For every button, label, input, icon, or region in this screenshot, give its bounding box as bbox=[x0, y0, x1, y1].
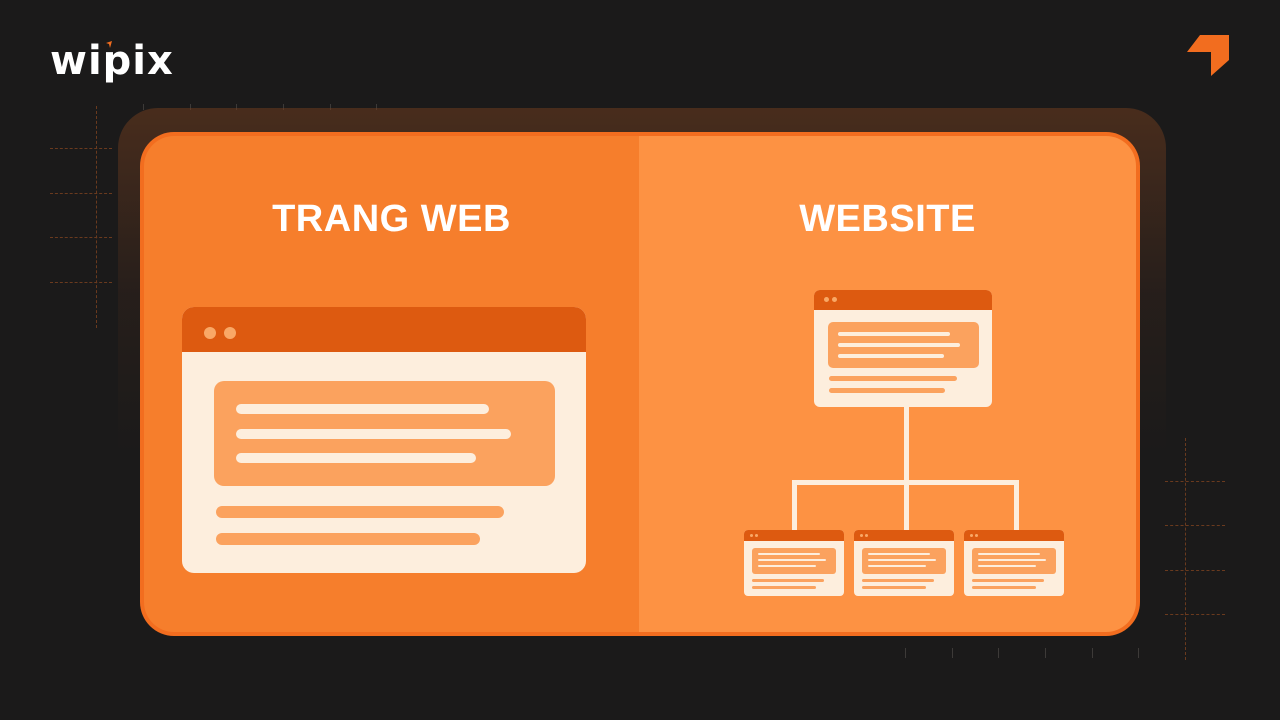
trang-web-title: TRANG WEB bbox=[272, 198, 511, 240]
website-panel: WEBSITE bbox=[639, 136, 1136, 632]
single-webpage-icon bbox=[182, 307, 586, 573]
window-dot bbox=[224, 327, 236, 339]
window-dot bbox=[204, 327, 216, 339]
child-page-icon bbox=[854, 530, 954, 596]
trang-web-panel: TRANG WEB bbox=[144, 136, 639, 632]
child-page-icon bbox=[744, 530, 844, 596]
logo-arrow-icon bbox=[106, 41, 112, 48]
website-title: WEBSITE bbox=[799, 198, 976, 240]
root-page-icon bbox=[814, 290, 992, 407]
comparison-card: TRANG WEB WEBSITE bbox=[140, 132, 1140, 636]
child-page-icon bbox=[964, 530, 1064, 596]
corner-arrow-icon bbox=[1187, 35, 1229, 76]
logo-text: wipix bbox=[50, 38, 174, 84]
wipix-logo: wipix bbox=[50, 36, 180, 86]
